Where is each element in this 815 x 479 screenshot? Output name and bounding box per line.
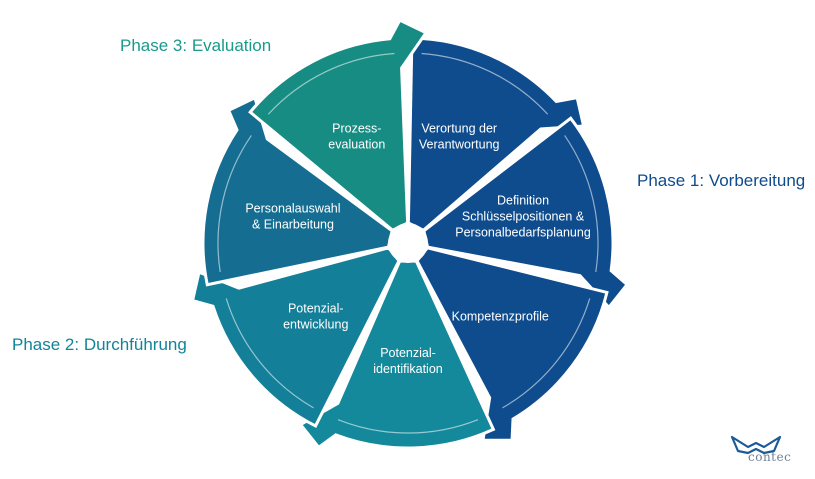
segment-label: Potenzial-identifikation (373, 346, 443, 376)
segment-label-line: & Einarbeitung (252, 218, 334, 232)
segment-label-line: Personalauswahl (245, 202, 340, 216)
segment-label-line: identifikation (373, 362, 443, 376)
segment-label-line: Verantwortung (419, 138, 500, 152)
cycle-segment (406, 36, 586, 233)
cycle-ring-arc (502, 298, 591, 409)
contec-logo-icon (730, 435, 782, 455)
segment-label-line: Definition (497, 194, 549, 208)
center-hub (388, 223, 428, 263)
segment-label-line: evaluation (328, 138, 385, 152)
segment-label-line: Verortung der (421, 122, 497, 136)
cycle-ring-arc (225, 298, 314, 409)
segment-label: Personalauswahl & Einarbeitung (245, 202, 340, 232)
segment-label-line: Potenzial- (288, 302, 344, 316)
cycle-ring-arc (564, 135, 599, 273)
phase-1-label: Phase 1: Vorbereitung (637, 171, 806, 190)
cycle-ring-arc (337, 419, 479, 434)
phase-2-label: Phase 2: Durchführung (12, 335, 187, 354)
contec-logo-text: contec (748, 450, 792, 464)
cycle-segment (298, 259, 496, 450)
cycle-segment (422, 116, 630, 310)
cycle-segment (190, 246, 401, 428)
segment-label-line: Potenzial- (380, 346, 436, 360)
cycle-segment (248, 18, 429, 233)
segment-label: Prozess-evaluation (328, 122, 385, 152)
cycle-ring-arc (421, 52, 549, 115)
cycle-ring-arc (267, 52, 395, 115)
segment-label-line: Schlüsselpositionen & (462, 210, 585, 224)
segment-label-line: Prozess- (332, 122, 381, 136)
segment-label-line: Kompetenzprofile (452, 310, 549, 324)
segment-label-line: entwicklung (283, 318, 348, 332)
cycle-ring-arc (217, 135, 252, 273)
cycle-segment (201, 95, 394, 287)
segment-label: Potenzial-entwicklung (283, 302, 348, 332)
cycle-segment (415, 246, 609, 442)
segment-label-line: Personalbedarfsplanung (455, 226, 591, 240)
phase-3-label: Phase 3: Evaluation (120, 36, 272, 55)
segment-label: Kompetenzprofile (452, 310, 549, 324)
